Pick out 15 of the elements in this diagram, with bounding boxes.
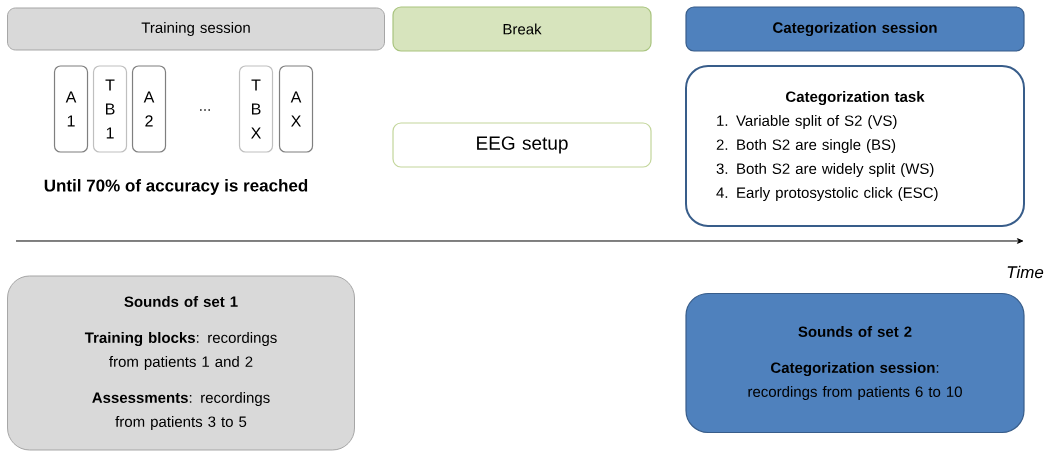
training-block: T B 1 [92, 65, 128, 153]
ellipsis: ... [200, 109, 210, 111]
sound-set-box: Sounds of set 1 Training blocks: recordings from patients 1 and 2 Assessments: recordings from patients 3 to 5 [7, 275, 355, 451]
training-block: T B X [238, 65, 274, 153]
session-bar: Categorization session [685, 6, 1025, 52]
step-box: EEG setup [392, 122, 652, 168]
axis-label: Time [1007, 265, 1044, 279]
sound-set-box: Sounds of set 2 Categorization session: recordings from patients 6 to 10 [685, 292, 1025, 434]
assessment-block: A 2 [131, 65, 167, 153]
assessment-block: A X [278, 65, 314, 153]
session-bar: Training session [7, 7, 385, 51]
note-text: Until 70% of accuracy is reached [44, 179, 308, 195]
assessment-block: A 1 [53, 65, 89, 153]
session-bar: Break [392, 6, 652, 52]
task-box: Categorization task 1. Variable split of S2 (VS) 2. Both S2 are single (BS) 3. Both S2 are widely split (WS) 4. Early protosystolic click (ESC) [685, 65, 1025, 227]
